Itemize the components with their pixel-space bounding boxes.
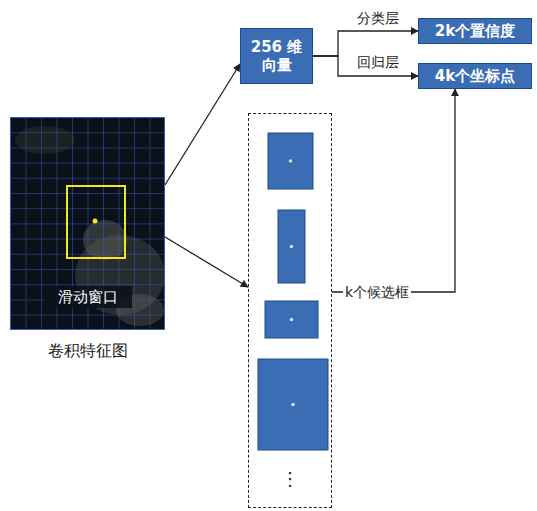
window-center xyxy=(93,219,98,224)
anchor-box xyxy=(278,210,305,283)
box-text: 4k个坐标点 xyxy=(431,67,519,85)
anchor-centers xyxy=(289,159,295,406)
connector-arrow xyxy=(165,237,248,287)
anchor-box xyxy=(268,133,313,189)
feature-map xyxy=(10,117,165,330)
anchor-group: ⋮ xyxy=(248,113,332,508)
center-dot xyxy=(291,403,295,407)
window-label: 滑动窗口 xyxy=(10,288,165,306)
anchor-boxes xyxy=(258,133,328,450)
box-text: 256 维向量 xyxy=(241,38,312,74)
center-dot xyxy=(290,318,294,322)
edge-label: 回归层 xyxy=(355,54,401,71)
connector-arrow xyxy=(165,64,240,185)
grid xyxy=(10,117,165,330)
sliding-window xyxy=(67,186,125,258)
output-box: 2k个置信度 xyxy=(418,18,532,44)
anchor-box xyxy=(265,301,318,338)
edge-label: k个候选框 xyxy=(343,284,411,301)
center-dot xyxy=(290,245,294,249)
connector-arrow xyxy=(313,31,418,56)
center-dot xyxy=(289,159,293,163)
map-border xyxy=(11,118,165,330)
map-ground xyxy=(10,117,165,330)
anchor-box xyxy=(258,359,328,450)
connector-arrow xyxy=(332,89,455,292)
vector-box: 256 维向量 xyxy=(240,28,313,84)
ellipsis: ⋮ xyxy=(249,469,331,489)
feature-map-node: 滑动窗口卷积特征图 xyxy=(10,117,165,330)
box-text: 2k个置信度 xyxy=(431,22,519,40)
edge-label: 分类层 xyxy=(355,10,401,27)
map-caption: 卷积特征图 xyxy=(0,341,175,360)
output-box: 4k个坐标点 xyxy=(418,63,532,89)
